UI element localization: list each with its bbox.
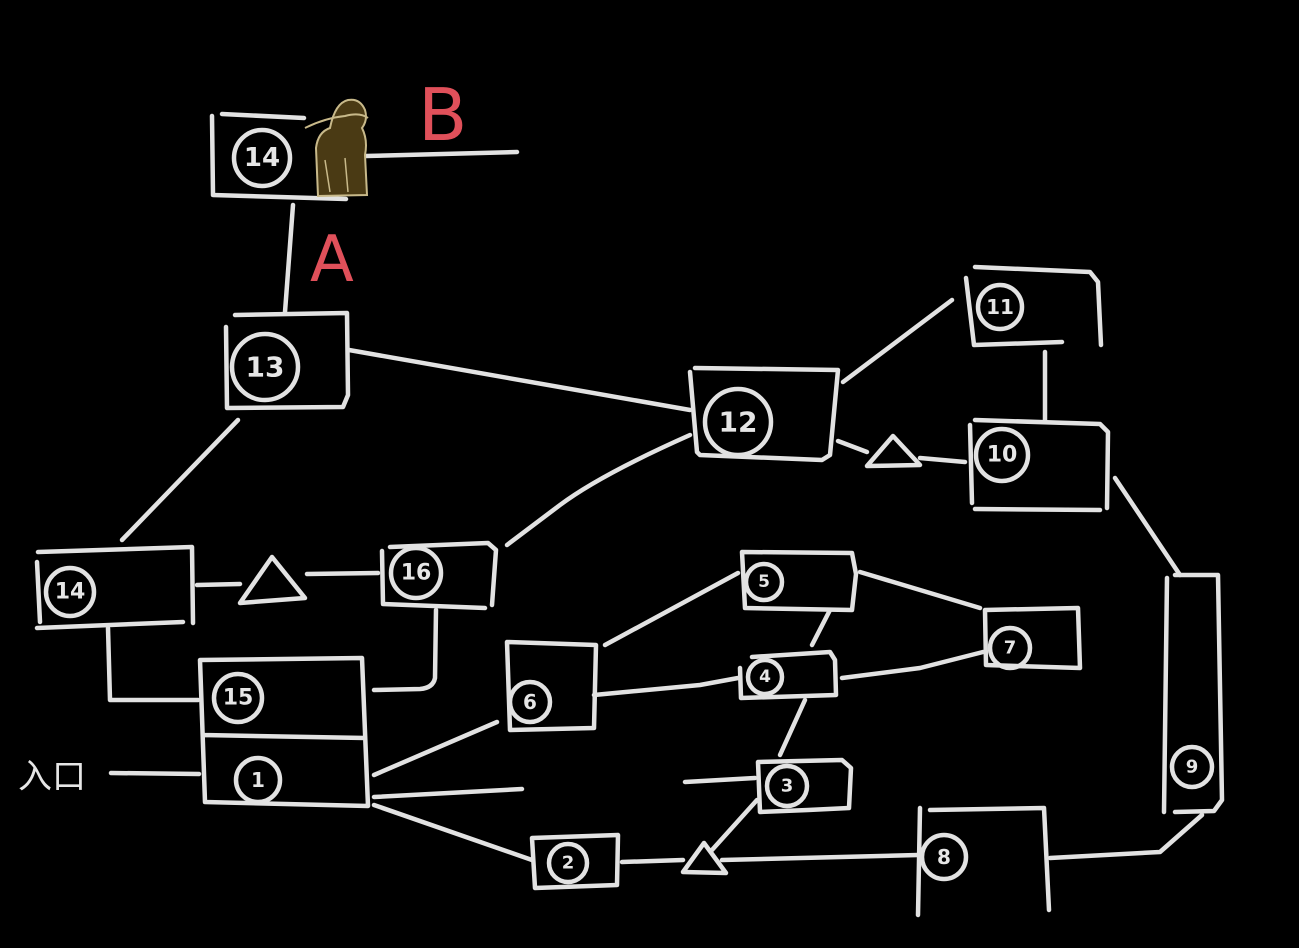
room-7[interactable]: 7	[982, 605, 1083, 671]
edge-1-stub	[371, 786, 525, 800]
room-14b[interactable]: 14	[34, 544, 196, 631]
annotation-a: A	[310, 223, 354, 297]
connections	[105, 149, 1205, 865]
room-label: 14	[244, 143, 280, 173]
edge-3-tri	[709, 797, 760, 853]
edge-2-tri	[619, 857, 686, 865]
edge-14b-tri	[194, 581, 243, 588]
room-5[interactable]: 5	[739, 549, 859, 613]
room-9[interactable]: 9	[1161, 572, 1225, 815]
room-label: 3	[781, 776, 794, 797]
room-label: 15	[223, 686, 254, 711]
room-label: 9	[1186, 757, 1199, 778]
edge-tri-10	[917, 455, 968, 465]
room-1[interactable]: 1	[233, 755, 283, 805]
room-label: 4	[759, 667, 771, 687]
room-14a[interactable]: 14	[209, 111, 349, 202]
edge-entrance-1	[108, 770, 202, 777]
edge-3-stub	[682, 775, 758, 785]
edge-5-7	[857, 569, 983, 611]
edge-12-16	[504, 432, 693, 548]
room-15-1[interactable]	[197, 655, 371, 809]
edge-10-9	[1112, 475, 1183, 578]
edge-14a-B	[363, 149, 520, 159]
edge-1-2	[371, 802, 535, 863]
annotation-b: B	[418, 73, 467, 157]
room-4[interactable]: 4	[737, 649, 839, 701]
room-3[interactable]: 3	[755, 757, 854, 815]
edge-13-12	[346, 347, 693, 413]
player-token-icon[interactable]	[304, 98, 369, 198]
room-label: 11	[986, 295, 1014, 319]
room-2[interactable]: 2	[529, 832, 621, 891]
edge-1-6	[371, 719, 500, 778]
edge-4-7	[839, 649, 986, 681]
room-label: 2	[562, 853, 575, 874]
edge-5-4	[809, 607, 833, 648]
room-label: 8	[937, 845, 951, 869]
edge-14a-13	[282, 202, 296, 315]
edge-4-3	[777, 697, 808, 758]
entrance[interactable]: 入口	[18, 757, 86, 797]
room-6[interactable]: 6	[504, 639, 599, 733]
room-11[interactable]: 11	[963, 264, 1104, 348]
room-label: 6	[523, 690, 537, 714]
room-label: 16	[401, 561, 432, 586]
edge-6-4	[591, 675, 741, 698]
room-10[interactable]: 10	[967, 417, 1111, 513]
edge-12-tri	[835, 438, 870, 455]
rooms: 14 13 12 11 10 14 16	[34, 111, 1225, 918]
room-label: 1	[251, 768, 265, 792]
room-12[interactable]: 12	[687, 365, 841, 463]
annotations: A B	[310, 73, 467, 297]
edge-6-5	[602, 570, 741, 648]
edge-tri-8	[719, 852, 921, 863]
entrance-label: 入口	[18, 757, 86, 797]
edge-8-9	[1047, 812, 1205, 861]
room-label: 10	[987, 443, 1018, 468]
room-16[interactable]: 16	[379, 540, 499, 611]
edge-16-15	[371, 607, 439, 693]
room-13[interactable]: 13	[223, 310, 351, 411]
room-label: 14	[55, 580, 86, 605]
room-label: 12	[719, 406, 758, 439]
triangle-marker	[864, 433, 923, 469]
room-label: 5	[758, 572, 770, 592]
room-label: 7	[1004, 638, 1017, 659]
room-8[interactable]: 8	[915, 805, 1052, 918]
triangle-marker	[237, 554, 308, 606]
edge-14b-15	[105, 625, 201, 703]
room-15[interactable]: 15	[211, 671, 265, 725]
edge-13-14b	[119, 417, 241, 543]
room-label: 13	[246, 351, 285, 384]
edge-12-11	[840, 297, 955, 385]
traps	[237, 433, 923, 876]
edge-tri-16	[304, 570, 381, 577]
triangle-marker	[680, 840, 729, 876]
